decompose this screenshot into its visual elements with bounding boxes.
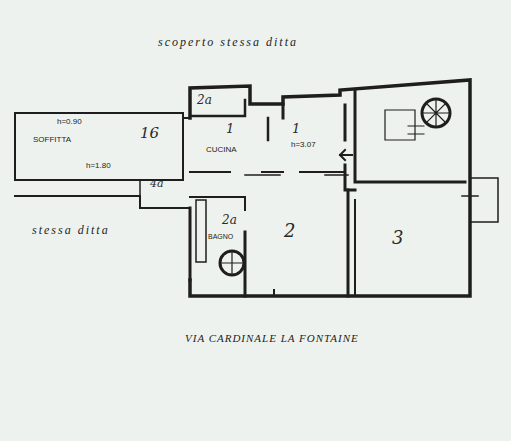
room-number: 2 <box>284 222 295 240</box>
kitchen-room: 1CUCINA <box>190 118 268 172</box>
room-number: 1 <box>226 122 234 135</box>
room-number: 1 <box>292 122 300 135</box>
yard-note: scoperto stessa ditta <box>158 36 298 48</box>
neighbour-note: stessa ditta <box>32 224 110 236</box>
room-label: SOFFITTA <box>33 136 71 144</box>
room-label: BAGNO <box>208 233 233 240</box>
street-name: VIA CARDINALE LA FONTAINE <box>185 333 359 344</box>
room-3: 3 <box>355 182 465 290</box>
room-number: 2a <box>197 94 212 106</box>
room-2: 2 <box>245 175 348 290</box>
storage-room: 2a <box>190 88 245 116</box>
room-number: 3 <box>392 229 403 247</box>
room-label: h=1.80 <box>86 162 111 170</box>
room-number: 2a <box>222 214 237 226</box>
room-number: 16 <box>140 126 159 141</box>
attic-room: SOFFITTA h=0.90 16 h=1.80 <box>15 113 183 180</box>
room-label: h=0.90 <box>57 118 82 126</box>
room-label: h=3.07 <box>291 141 316 149</box>
bathroom-room: BAGNO 2a <box>190 197 245 280</box>
room-label: CUCINA <box>206 146 237 154</box>
callout-number: 4a <box>150 178 164 189</box>
corridor-room: 1 h=3.07 <box>283 105 345 172</box>
